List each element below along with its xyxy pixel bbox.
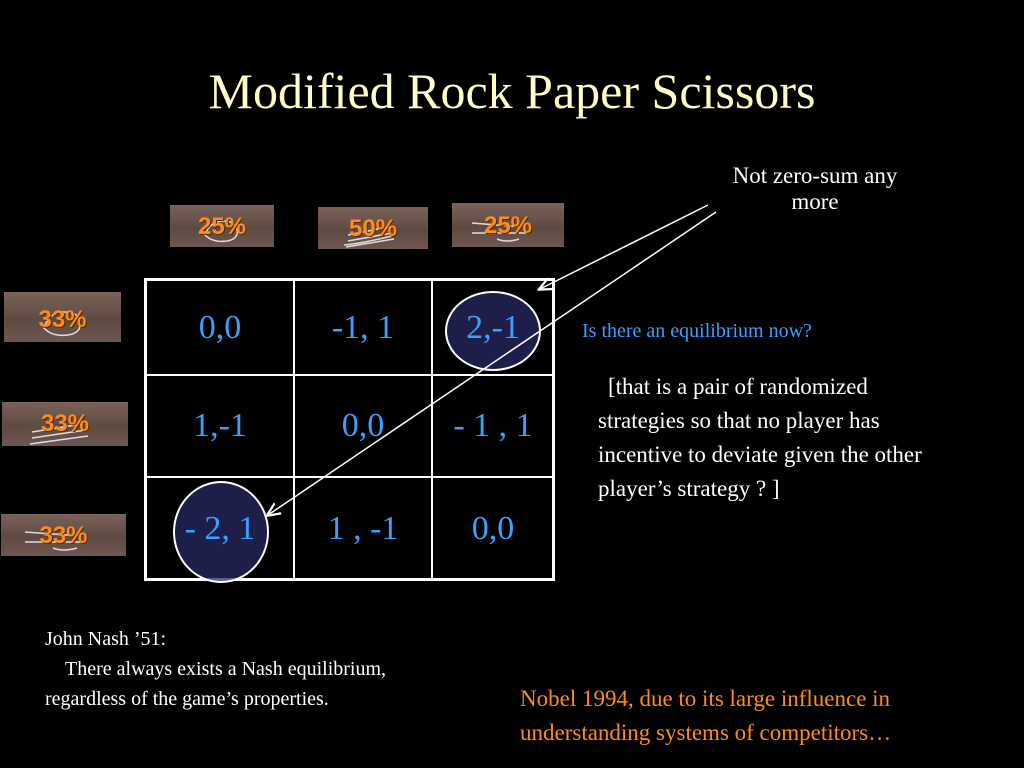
matrix-cell: - 2, 1 — [184, 510, 256, 547]
note-line: strategies so that no player has — [598, 408, 880, 433]
paper-hand-icon — [343, 226, 397, 248]
row-scissors-image: 33% — [1, 514, 126, 556]
note-line: player’s strategy ? ] — [598, 476, 780, 501]
col-prob-rock: 25% — [197, 213, 247, 240]
col-prob-paper: 50% — [348, 215, 398, 242]
matrix-divider — [293, 281, 295, 578]
note-line: Not zero-sum any — [732, 163, 898, 188]
row-prob-scissors: 33% — [39, 522, 88, 549]
col-prob-scissors: 25% — [483, 212, 533, 239]
col-rock-image: 25% — [170, 205, 274, 247]
note-line: [that is a pair of randomized — [608, 374, 868, 399]
note-line: John Nash ’51: — [45, 628, 167, 650]
equilibrium-explanation: [that is a pair of randomized strategies… — [598, 370, 922, 506]
note-line: regardless of the game’s properties. — [45, 688, 329, 710]
col-scissors-image: 25% — [452, 203, 564, 247]
matrix-cell: 0,0 — [471, 510, 515, 547]
matrix-cell: - 1 , 1 — [453, 407, 533, 444]
matrix-cell: 0,0 — [341, 407, 385, 444]
matrix-cell: -1, 1 — [331, 308, 395, 346]
arrow-to-top-right — [540, 204, 709, 289]
slide-title: Modified Rock Paper Scissors — [208, 63, 816, 119]
matrix-divider — [431, 281, 433, 578]
rock-hand-icon — [43, 311, 81, 337]
note-line: There always exists a Nash equilibrium, — [65, 658, 387, 680]
matrix-cell: 0,0 — [198, 308, 242, 346]
matrix-cell: 2,-1 — [466, 308, 520, 346]
row-paper-image: 33% — [2, 402, 128, 446]
note-line: incentive to deviate given the other — [598, 442, 922, 467]
payoff-matrix: 0,0 -1, 1 2,-1 1,-1 0,0 - 1 , 1 - 2, 1 1… — [144, 278, 555, 583]
not-zero-sum-note: Not zero-sum any more — [690, 163, 940, 216]
nobel-note: Nobel 1994, due to its large influence i… — [520, 682, 891, 750]
rock-hand-icon — [204, 220, 239, 243]
note-line: understanding systems of competitors… — [520, 720, 892, 745]
nash-note: John Nash ’51: There always exists a Nas… — [45, 624, 386, 714]
matrix-cell: 1 , -1 — [327, 510, 399, 547]
scissors-hand-icon — [24, 531, 85, 551]
row-prob-rock: 33% — [38, 306, 87, 333]
paper-hand-icon — [29, 423, 89, 445]
highlight-ellipse — [173, 481, 269, 583]
arrow-to-bottom-left — [268, 211, 717, 515]
row-rock-image: 33% — [4, 292, 121, 342]
matrix-cell: 1,-1 — [193, 407, 247, 444]
row-prob-paper: 33% — [40, 410, 90, 437]
matrix-divider — [147, 476, 552, 478]
matrix-divider — [147, 374, 552, 376]
note-line: more — [791, 189, 839, 215]
col-paper-image: 50% — [318, 207, 428, 249]
note-line: Nobel 1994, due to its large influence i… — [520, 686, 891, 711]
equilibrium-question: Is there an equilibrium now? — [582, 320, 812, 342]
scissors-hand-icon — [471, 222, 527, 242]
